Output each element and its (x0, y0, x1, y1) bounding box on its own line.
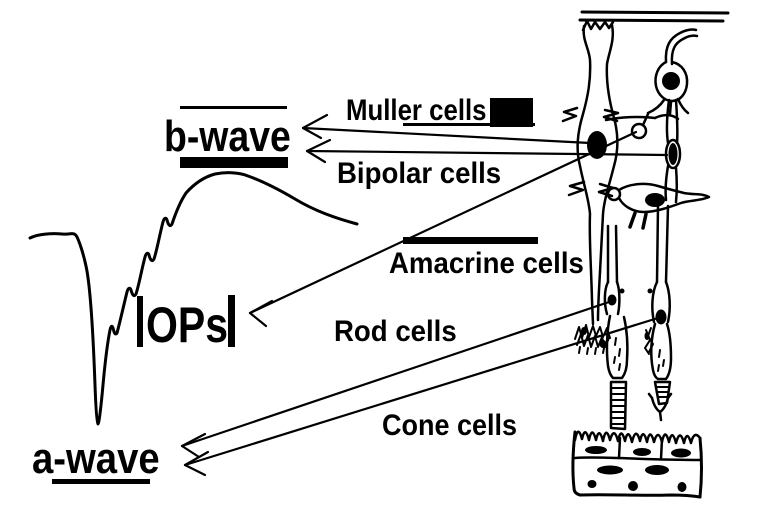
muller-black-box (490, 98, 533, 127)
arrow-bipolar-to-bwave (305, 138, 669, 164)
ganglion-cell (604, 28, 699, 122)
ops-right-bar (228, 295, 235, 347)
cone-photoreceptor (644, 204, 673, 422)
rod-photoreceptor (574, 224, 629, 431)
cone-cells-label: Cone cells (382, 409, 518, 442)
retinal-pigment-epithelium (571, 430, 703, 499)
retina-drawing (561, 10, 730, 499)
bipolar-cell (664, 98, 682, 204)
arrow-amacrine-to-ops (248, 130, 638, 328)
ops-left-bar (137, 296, 143, 347)
b-wave-label: b-wave (164, 112, 291, 161)
amacrine-top-rule (403, 237, 538, 244)
ops-label: OPs (146, 297, 229, 353)
arrow-rod-to-awave (180, 299, 614, 459)
inner-plexiform-synapse (630, 112, 650, 140)
a-wave-label: a-wave (32, 434, 160, 483)
arrow-cone-to-awave (183, 316, 660, 477)
amacrine-cells-label: Amacrine cells (389, 247, 584, 280)
muller-cell (561, 19, 620, 326)
inner-limiting-membrane (578, 10, 730, 23)
erg-waveform-trace (28, 171, 359, 426)
muller-cells-label: Muller cells (346, 94, 487, 127)
arrows (180, 113, 669, 477)
horizontal-amacrine-cell (606, 182, 711, 230)
rod-cells-label: Rod cells (334, 315, 457, 348)
arrow-muller-to-bwave (301, 113, 592, 145)
muller-underline (403, 123, 535, 126)
bwave-thick-underline (180, 157, 288, 168)
bipolar-cells-label: Bipolar cells (337, 157, 502, 190)
bwave-top-rule (180, 106, 287, 109)
awave-underline (52, 479, 150, 484)
